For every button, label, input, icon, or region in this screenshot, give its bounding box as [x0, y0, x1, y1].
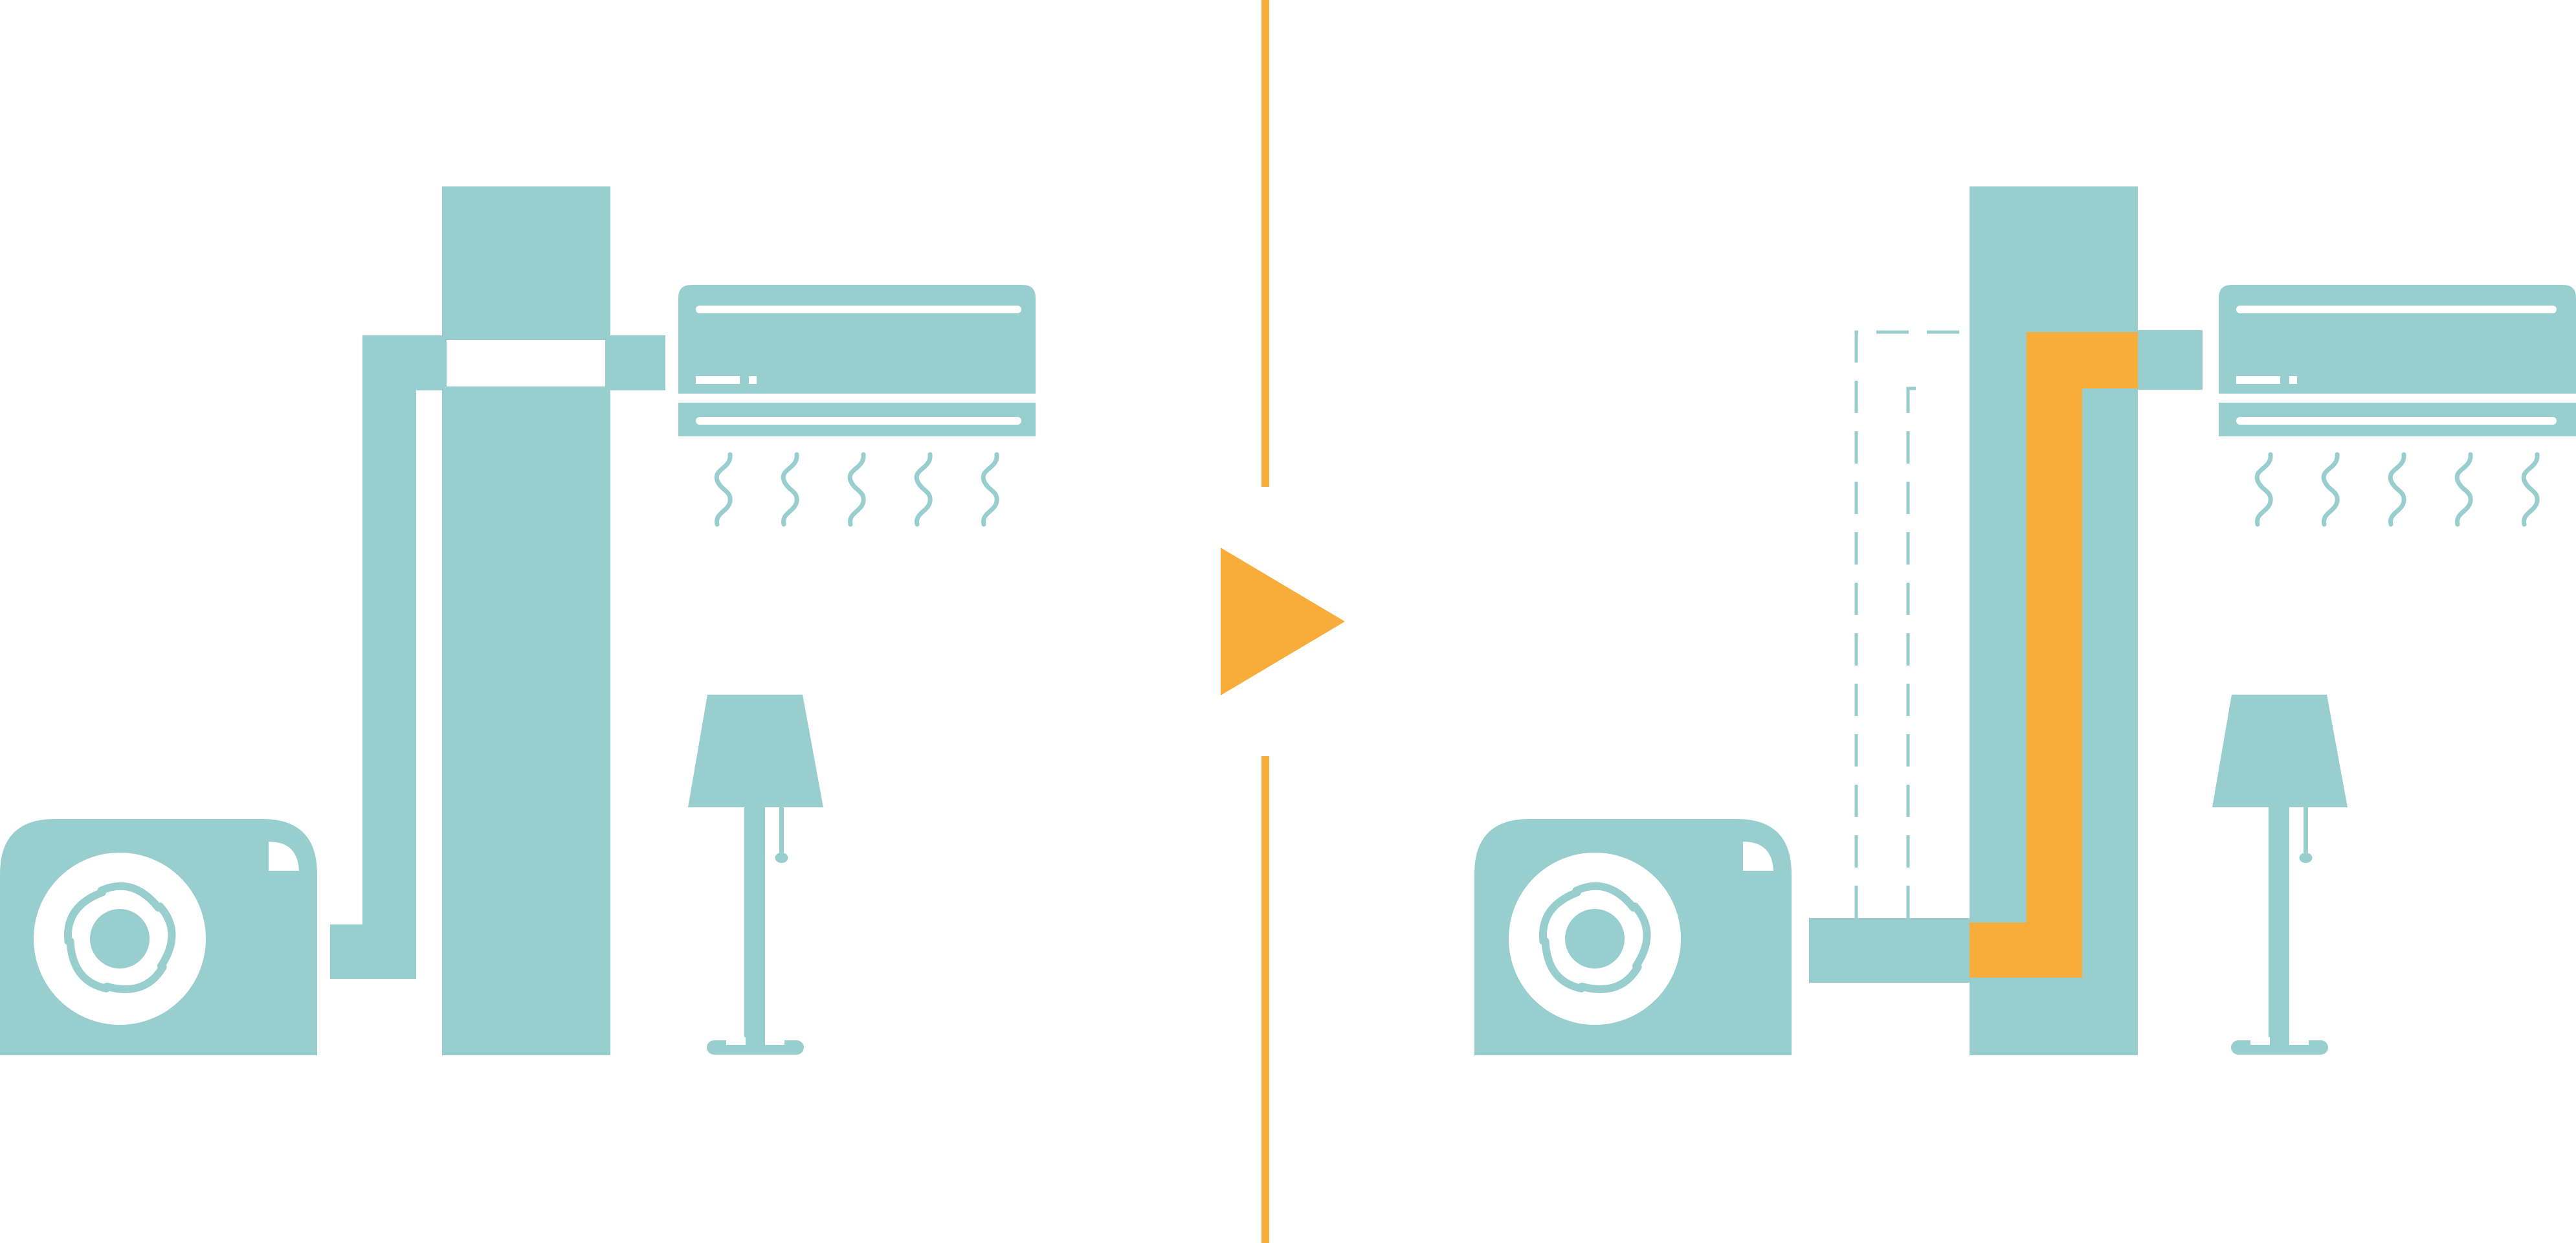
airflow-wave: [2321, 452, 2340, 527]
fan-blade: [1541, 937, 1586, 992]
floor-lamp-right: [2212, 695, 2348, 1055]
vent-tab-icon: [269, 842, 299, 871]
lamp-pole: [744, 807, 765, 1040]
ac-top-line: [2236, 306, 2557, 313]
airflow-wave: [2454, 452, 2473, 527]
airflow-wave: [2388, 452, 2406, 527]
ac-display-bar: [2236, 376, 2280, 384]
fan-blades-icon: [1538, 882, 1651, 994]
lamp-pull-cord: [2304, 807, 2308, 853]
lamp-shade: [688, 695, 823, 807]
airflow-wave: [847, 452, 866, 527]
lamp-base: [707, 1040, 804, 1055]
pipe-outside-wall: [330, 335, 665, 979]
panel-after: [1474, 186, 2576, 1055]
vent-tab-icon: [1743, 842, 1773, 871]
lamp-base: [2231, 1040, 2328, 1055]
airflow-icon-left: [714, 452, 999, 527]
airflow-wave: [2254, 452, 2273, 527]
fan-blade: [1572, 882, 1638, 912]
divider-bottom: [1261, 756, 1269, 1243]
fan-icon: [63, 882, 176, 994]
lamp-pole: [2269, 807, 2289, 1040]
ac-display-bar: [696, 376, 740, 384]
airflow-icon-right: [2254, 452, 2540, 527]
ac-top-line: [696, 306, 1021, 313]
airflow-wave: [2521, 452, 2540, 527]
indoor-ac-unit-left: [678, 285, 1036, 436]
airflow-wave: [981, 452, 999, 527]
indoor-ac-unit-right: [2219, 285, 2576, 436]
airflow-wave: [714, 452, 733, 527]
pipe-to-indoor: [2138, 330, 2203, 390]
lamp-shade: [2212, 695, 2348, 807]
floor-lamp-left: [688, 695, 823, 1055]
lamp-base-gap-l: [726, 1037, 746, 1045]
lamp-base-gap-r: [765, 1037, 784, 1045]
panel-before: [0, 186, 1036, 1055]
lamp-pull-knob: [775, 853, 788, 863]
play-arrow-icon: [1221, 548, 1345, 695]
fan-blade: [156, 902, 176, 970]
ac-indicator-light: [749, 376, 757, 384]
ac-indicator-light: [2289, 376, 2297, 384]
pipe-from-unit: [1809, 918, 1971, 983]
pipe-through-wall: [1970, 332, 2138, 978]
wall-opening: [447, 340, 605, 386]
outdoor-unit-left: [0, 819, 317, 1055]
ac-louver-slot: [696, 417, 1021, 425]
lamp-pull-cord: [779, 807, 784, 853]
fan-blade: [1538, 888, 1581, 946]
fan-blades-icon: [63, 882, 176, 994]
fan-blade: [97, 882, 162, 912]
fan-icon: [1538, 882, 1651, 994]
fan-blade: [66, 937, 111, 992]
old-pipe-route-dashed: [1854, 330, 1971, 918]
airflow-wave: [914, 452, 933, 527]
ac-louver-slot: [2236, 417, 2557, 425]
fan-blade: [1631, 902, 1651, 970]
fan-blade: [1577, 963, 1642, 994]
lamp-base-gap-r: [2289, 1037, 2309, 1045]
lamp-pull-knob: [2299, 853, 2313, 863]
wall-left: [442, 186, 610, 1055]
airflow-wave: [781, 452, 799, 527]
fan-blade: [63, 888, 106, 946]
lamp-base-gap-l: [2250, 1037, 2270, 1045]
center-transition: [1221, 0, 1345, 1243]
divider-top: [1261, 0, 1269, 487]
outdoor-unit-right: [1474, 819, 1792, 1055]
fan-blade: [102, 963, 167, 994]
